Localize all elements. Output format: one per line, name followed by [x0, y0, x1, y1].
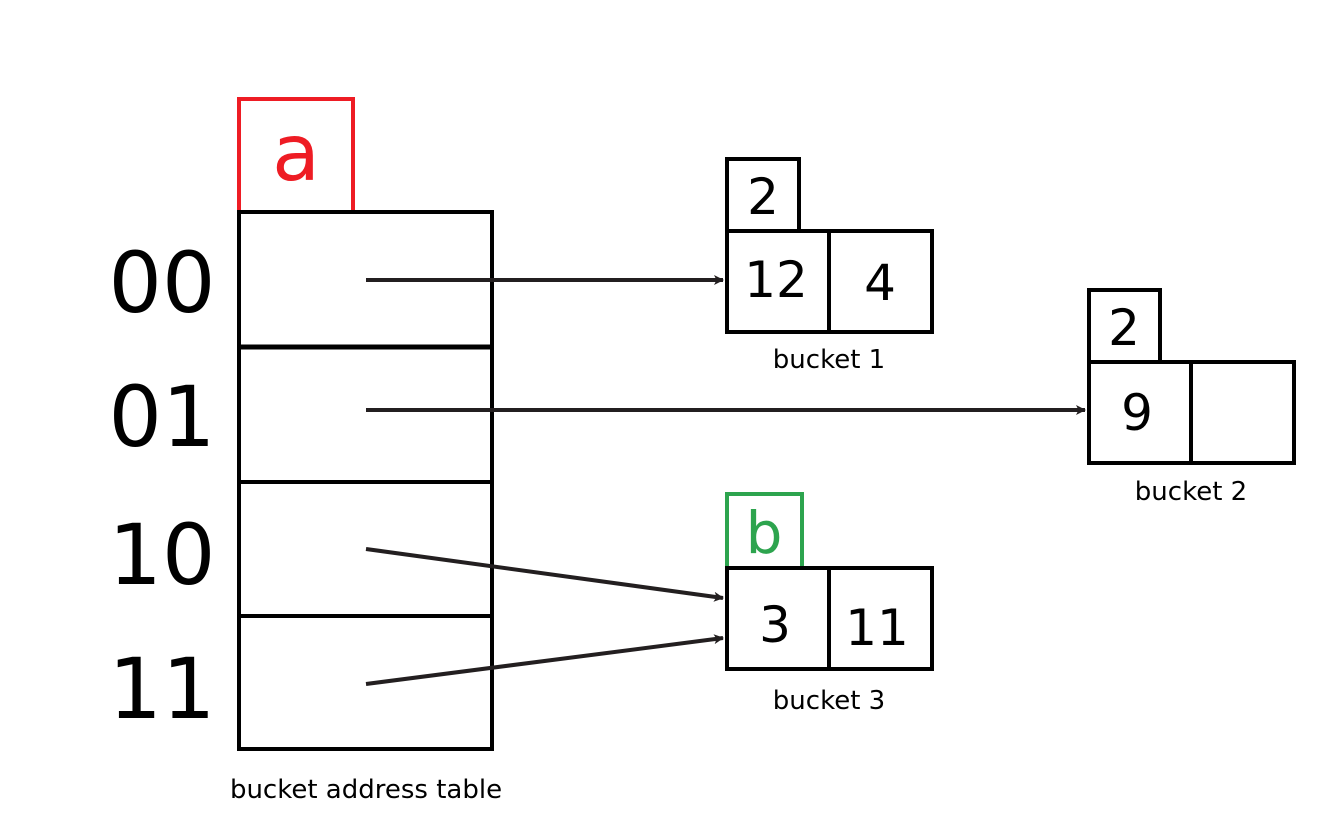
- bucket-3-entry-1: 3: [759, 596, 791, 654]
- row-index-01: 01: [109, 368, 216, 466]
- global-depth-label: a: [272, 109, 320, 199]
- pointer-arrow-11-to-bucket-3: [365, 634, 724, 686]
- bucket-2-caption: bucket 2: [1135, 477, 1247, 507]
- bucket-2-entry-1: 9: [1121, 384, 1153, 442]
- bucket-1-local-depth: 2: [747, 168, 779, 226]
- bucket-3-entry-2: 11: [845, 599, 909, 657]
- row-index-10: 10: [109, 506, 216, 604]
- bucket-1-caption: bucket 1: [773, 345, 885, 375]
- pointer-arrow-10-to-bucket-3: [365, 547, 724, 602]
- row-index-00: 00: [109, 234, 216, 332]
- bucket-2: 2 9 bucket 2: [1087, 288, 1296, 507]
- bucket-1-entry-2: 4: [864, 254, 896, 312]
- bucket-3-caption: bucket 3: [773, 686, 885, 716]
- bucket-3-local-depth-box: [725, 492, 804, 570]
- global-depth-box: a: [237, 97, 355, 214]
- bucket-2-local-depth: 2: [1108, 299, 1140, 357]
- bucket-3: b 3 11 bucket 3: [725, 492, 934, 716]
- bucket-3-local-depth: b: [746, 499, 783, 567]
- bucket-1: 2 12 4 bucket 1: [725, 157, 934, 375]
- bucket-1-entry-1: 12: [744, 251, 808, 309]
- table-caption: bucket address table: [230, 775, 502, 805]
- row-index-11: 11: [109, 640, 216, 738]
- bucket-1-local-depth-box: [725, 157, 801, 233]
- bucket-2-local-depth-box: [1087, 288, 1162, 364]
- bucket-address-table: [237, 210, 494, 751]
